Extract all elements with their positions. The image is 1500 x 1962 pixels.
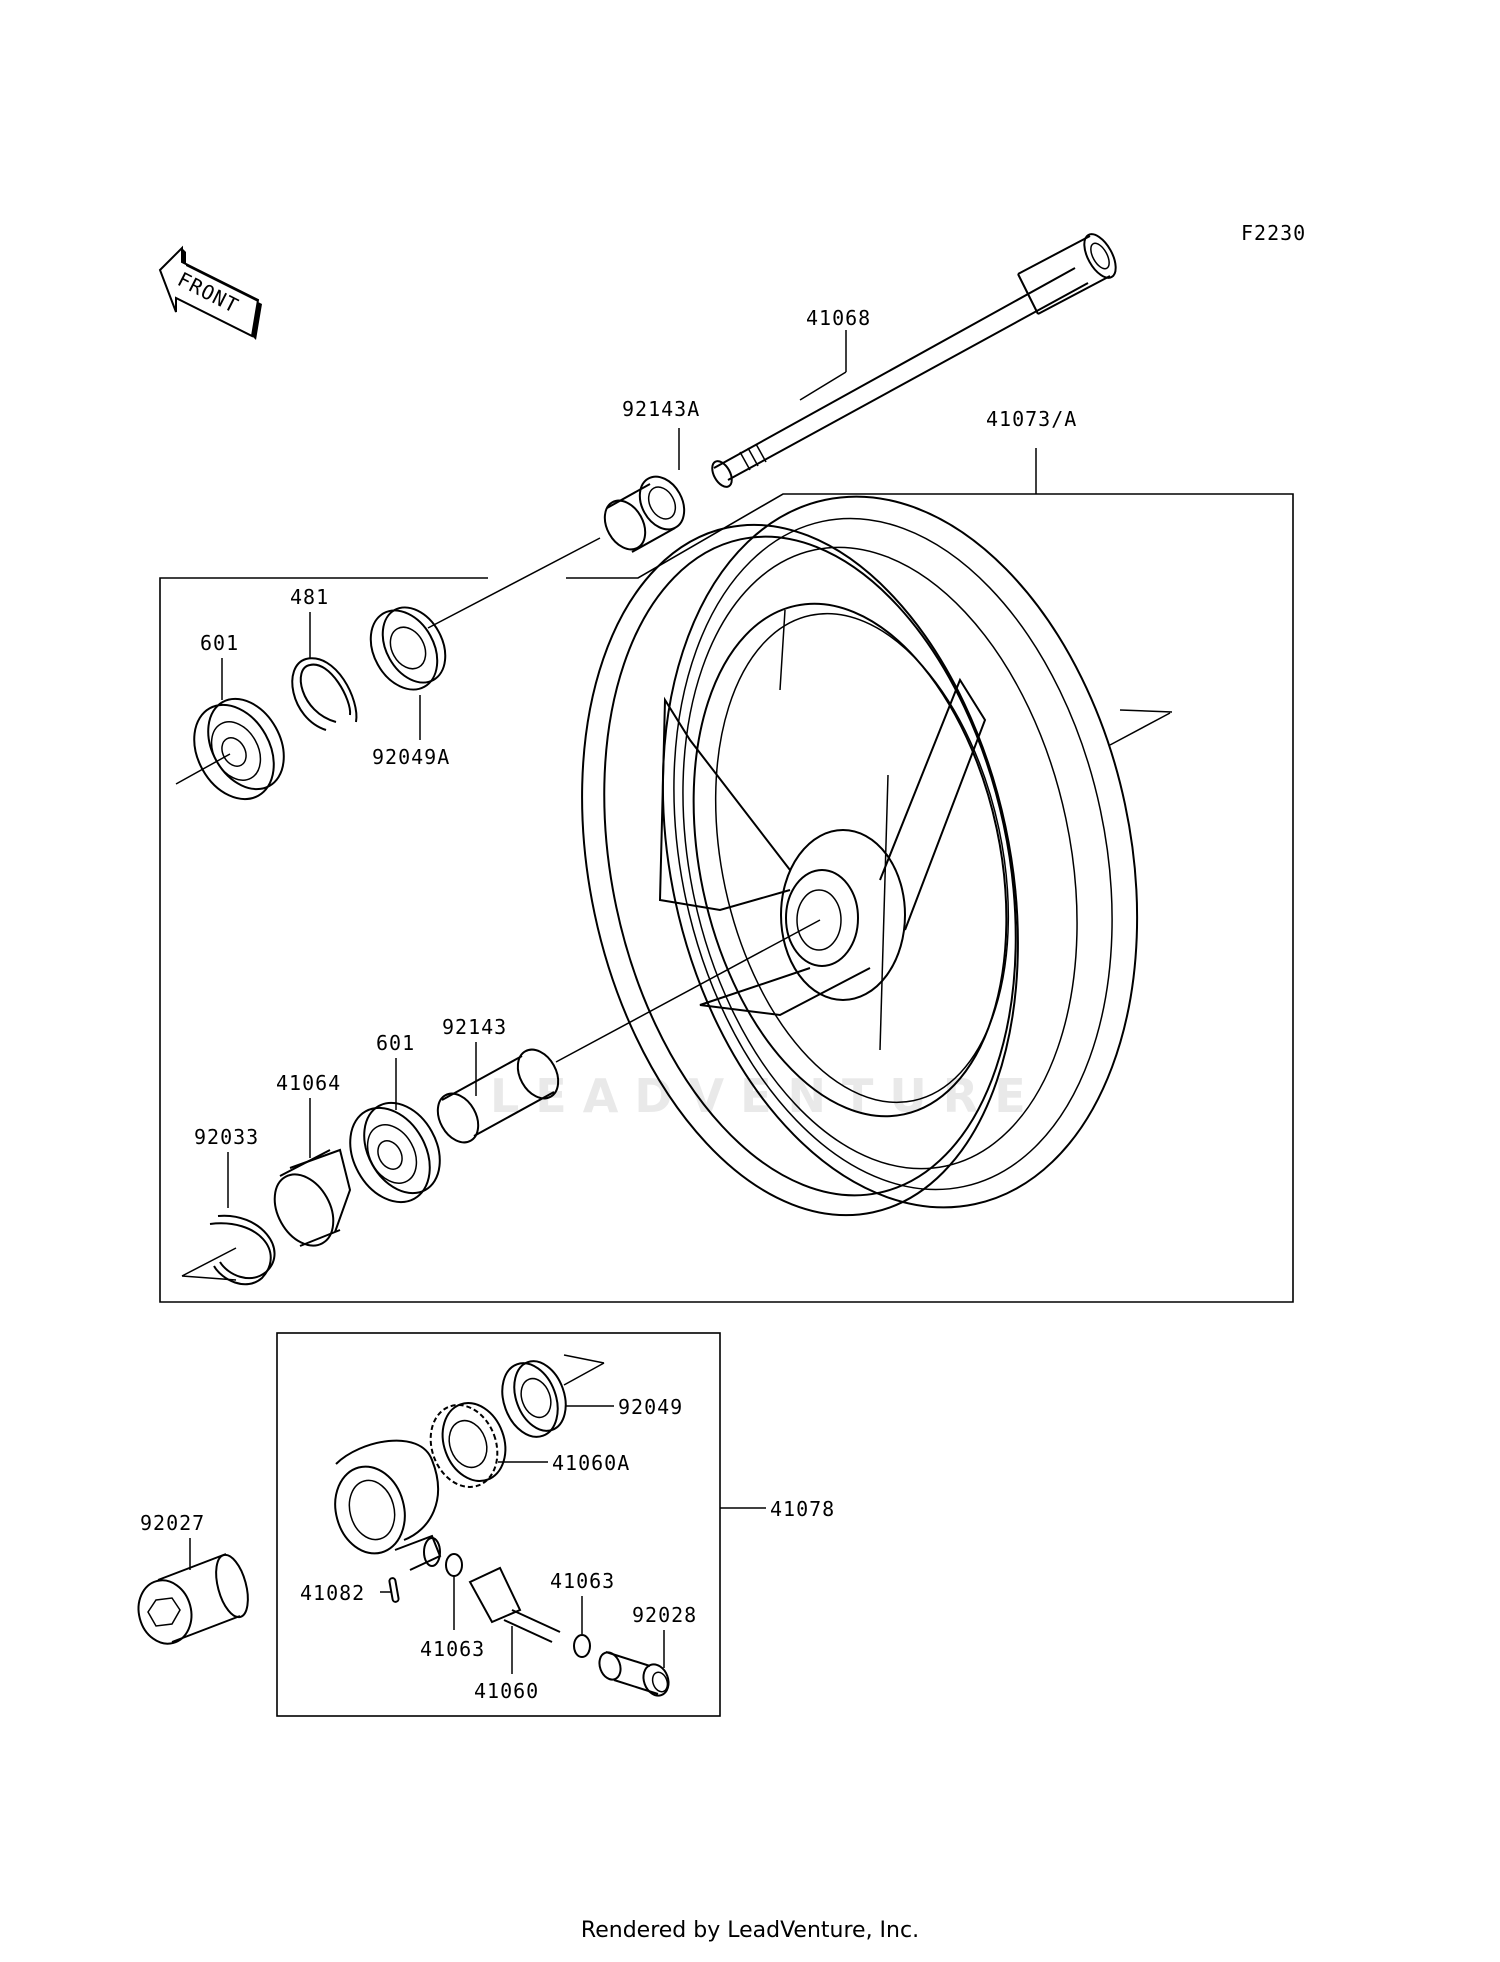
washer-41063-b (573, 1634, 591, 1658)
wheel-assembly-box (159, 493, 1294, 1303)
seal-92049 (501, 1354, 605, 1438)
bushing-92028 (598, 1651, 670, 1697)
wheel-axis-line (427, 537, 601, 629)
leader-lines (189, 330, 1037, 1674)
circlip-92033 (181, 1214, 276, 1286)
figure-code: F2230 (1241, 221, 1306, 245)
footer-credit: Rendered by LeadVenture, Inc. (580, 1918, 920, 1943)
gear-housing (334, 1439, 442, 1571)
wheel-41073A (555, 495, 1173, 1217)
label-92143: 92143 (442, 1015, 507, 1039)
label-601-bottom: 601 (376, 1031, 415, 1055)
label-92049: 92049 (618, 1395, 683, 1419)
socket-92027 (137, 1553, 249, 1645)
label-41060: 41060 (474, 1679, 539, 1703)
bearing-601-top (175, 697, 285, 801)
label-92033: 92033 (194, 1125, 259, 1149)
label-41063-a: 41063 (420, 1637, 485, 1661)
label-92028: 92028 (632, 1603, 697, 1627)
label-41078: 41078 (770, 1497, 835, 1521)
collar-92143 (436, 1048, 560, 1144)
label-92143A: 92143A (622, 397, 700, 421)
axle-41068 (711, 233, 1117, 488)
speedometer-gear-box (276, 1332, 721, 1717)
collar-41064 (273, 1148, 352, 1247)
label-41060A: 41060A (552, 1451, 630, 1475)
label-92049A: 92049A (372, 745, 450, 769)
label-41063-b: 41063 (550, 1569, 615, 1593)
seal-92049A (369, 606, 447, 691)
collar-92143A (603, 475, 686, 553)
label-601-top: 601 (200, 631, 239, 655)
front-direction-arrow-icon: FRONT (158, 245, 262, 340)
watermark: LEADVENTURE (490, 1069, 1042, 1123)
pinion-41060 (468, 1566, 561, 1643)
gear-41060A (429, 1402, 507, 1488)
label-41064: 41064 (276, 1071, 341, 1095)
circlip-481 (291, 657, 358, 731)
pin-41082 (388, 1577, 400, 1603)
bearing-601-bottom (349, 1101, 441, 1204)
label-41068: 41068 (806, 306, 871, 330)
label-41082: 41082 (300, 1581, 365, 1605)
label-92027: 92027 (140, 1511, 205, 1535)
washer-41063-a (445, 1553, 463, 1577)
label-481: 481 (290, 585, 329, 609)
label-41073A: 41073/A (986, 407, 1077, 431)
